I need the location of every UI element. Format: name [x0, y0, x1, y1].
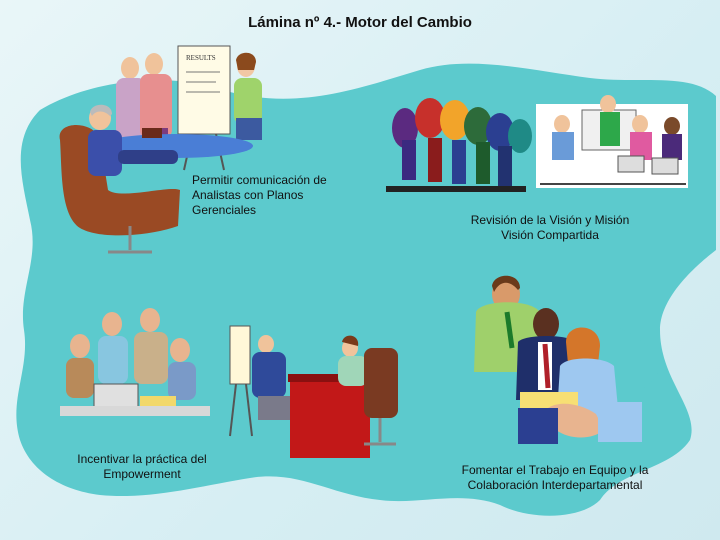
flipchart-label: RESULTS: [186, 54, 216, 62]
caption-teamwork: Fomentar el Trabajo en Equipo y la Colab…: [430, 463, 680, 493]
caption-vision-mission: Revisión de la Visión y Misión Visión Co…: [430, 213, 670, 243]
caption-line: Revisión de la Visión y Misión: [470, 213, 630, 227]
caption-line: Fomentar el Trabajo en Equipo y la: [461, 463, 649, 477]
empowerment-illustration: [60, 308, 398, 458]
caption-line: Gerenciales: [192, 203, 257, 217]
caption-line: Analistas con Planos: [192, 188, 304, 202]
caption-empowerment: Incentivar la práctica del Empowerment: [52, 452, 232, 482]
caption-line: Visión Compartida: [501, 228, 599, 242]
caption-line: Incentivar la práctica del: [77, 452, 207, 466]
caption-communication: Permitir comunicación de Analistas con P…: [192, 173, 327, 218]
caption-line: Permitir comunicación de: [192, 173, 327, 187]
meeting-illustration: RESULTS: [59, 45, 262, 254]
caption-line: Colaboración Interdepartamental: [467, 478, 643, 492]
team-huddle-illustration: [386, 95, 688, 192]
teamwork-illustration: [474, 275, 642, 444]
caption-line: Empowerment: [103, 467, 181, 481]
slide-title: Lámina nº 4.- Motor del Cambio: [248, 14, 472, 31]
